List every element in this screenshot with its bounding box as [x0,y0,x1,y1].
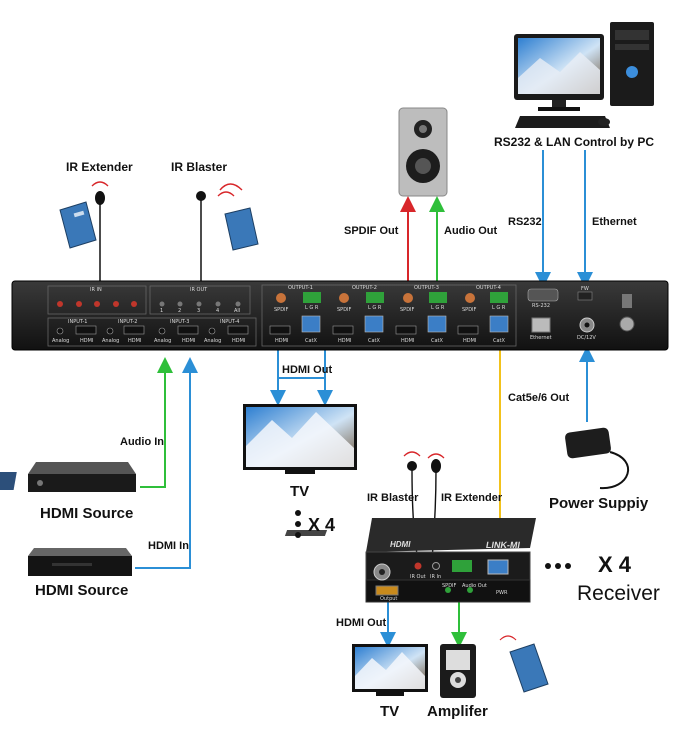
output-2-label: OUTPUT-2 [352,285,377,291]
panel-rs232-label: RS-232 [532,303,550,309]
rx-ir-extender-label: IR Extender [441,492,503,504]
rx-ir-blaster-label: IR Blaster [367,492,419,504]
rx-remote [499,635,549,693]
receiver-hdmi-logo: HDMI [390,540,411,549]
spdif-out-label: SPDIF Out [344,225,399,237]
output-4-catx: CatX [493,338,505,344]
power-supply-label: Power Suppiy [549,495,649,512]
rx-ir-devices [403,451,445,473]
ir-out-port-2: 2 [178,308,182,314]
panel-ir-out-label: IR OUT [190,287,208,293]
receiver-pwr-label: PWR [496,590,508,596]
power-adapter [565,427,630,490]
output-3-hdmi: HDMI [401,338,415,344]
ir-out-port-1: 1 [160,308,164,314]
input-1-hdmi: HDMI [80,338,94,344]
tv-times-4: X 4 [308,515,336,535]
tv-bottom [352,644,428,696]
amplifier [440,644,476,698]
receiver-ir-in: IR In [430,574,442,580]
output-4-spdif: SPDIF [462,307,477,313]
receiver-output-label: Output [380,596,398,602]
output-2-lgr: L G R [368,305,382,311]
input-2-label: INPUT-2 [118,319,138,325]
output-1-lgr: L G R [305,305,319,311]
output-4-hdmi: HDMI [463,338,477,344]
rs232-lan-control-label: RS232 & LAN Control by PC [494,135,655,149]
output-1-catx: CatX [305,338,317,344]
amplifier-label: Amplifer [427,703,488,720]
receiver-brand: LINK-MI [485,540,521,550]
tv-bottom-label: TV [380,703,400,720]
receiver-ir-out: IR Out [410,574,426,580]
audio-in-label: Audio In [120,436,164,448]
input-2-hdmi: HDMI [128,338,142,344]
output-1-label: OUTPUT-1 [288,285,313,291]
hdmi-source-1-label: HDMI Source [40,505,134,522]
receiver-audio-out-label: Audio Out [462,583,487,589]
tv-top [243,404,357,474]
ethernet-label: Ethernet [592,216,637,228]
input-4-analog: Analog [204,338,222,344]
input-1-analog: Analog [52,338,70,344]
panel-ethernet-label: Ethernet [530,335,552,341]
output-3-label: OUTPUT-3 [414,285,439,291]
ir-extender-top [59,191,105,249]
output-4-label: OUTPUT-4 [476,285,501,291]
panel-dc-label: DC/12V [577,335,596,341]
input-3-analog: Analog [154,338,172,344]
input-1-label: INPUT-1 [68,319,88,325]
output-2-spdif: SPDIF [337,307,352,313]
pc [514,22,654,128]
panel-fw-label: FW [581,286,589,292]
receiver-times-4: X 4 [598,552,632,577]
audio-out-label: Audio Out [444,225,498,237]
output-1-hdmi: HDMI [275,338,289,344]
input-4-hdmi: HDMI [232,338,246,344]
input-4-label: INPUT-4 [220,319,240,325]
output-1-spdif: SPDIF [274,307,289,313]
output-3-spdif: SPDIF [400,307,415,313]
receiver-horizontal-dots [545,563,571,569]
ir-blaster-label: IR Blaster [171,160,228,174]
hdmi-out-label: HDMI Out [282,364,333,376]
input-3-hdmi: HDMI [182,338,196,344]
rs232-label: RS232 [508,216,542,228]
hdmi-out-line [277,346,326,379]
ir-out-port-3: 3 [197,308,201,314]
audio-in-line [140,357,173,488]
hdmi-source-2 [28,548,132,576]
receiver-label: Receiver [577,582,660,605]
output-3-catx: CatX [431,338,443,344]
ir-out-port-4: 4 [216,308,220,314]
input-2-analog: Analog [102,338,120,344]
hdmi-in-label: HDMI In [148,540,189,552]
receiver-spdif-label: SPDIF [442,583,457,589]
hdmi-source-1 [0,462,136,492]
tv-vertical-dots [295,510,301,538]
output-4-lgr: L G R [492,305,506,311]
output-3-lgr: L G R [431,305,445,311]
output-2-catx: CatX [368,338,380,344]
receiver-unit [284,518,536,603]
ir-extender-label: IR Extender [66,160,133,174]
rx-hdmi-out-label: HDMI Out [336,617,387,629]
output-2-hdmi: HDMI [338,338,352,344]
speaker [398,107,448,197]
ir-out-port-all: All [234,308,241,314]
hdmi-in-line [135,357,198,569]
panel-ir-in-label: IR IN [90,287,102,293]
tv-top-label: TV [290,483,310,500]
ir-blaster-top [91,181,259,251]
input-3-label: INPUT-3 [170,319,190,325]
cat-out-label: Cat5e/6 Out [508,392,570,404]
hdmi-source-2-label: HDMI Source [35,582,129,599]
matrix-rear-panel [11,280,669,351]
